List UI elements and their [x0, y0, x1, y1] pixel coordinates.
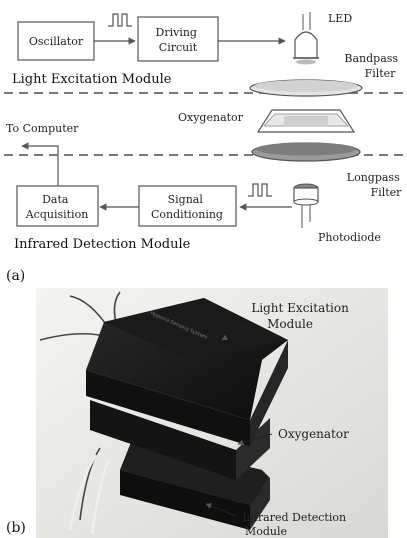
arrow-to-computer [21, 142, 59, 186]
square-wave-icon [108, 13, 132, 27]
longpass-filter-label: Longpass Filter [347, 171, 403, 199]
oxygenator-label: Oxygenator [178, 111, 244, 124]
photodiode-icon [293, 183, 319, 228]
photo-light-module-label: Light Excitation Module [251, 301, 352, 331]
longpass-filter-disk [251, 142, 361, 162]
signal-conditioning-box: Signal Conditioning [138, 185, 237, 227]
light-module-label: Light Excitation Module [12, 72, 172, 87]
led-label: LED [328, 12, 352, 25]
photodiode-label: Photodiode [318, 231, 381, 244]
photo-oxygenator-label: Oxygenator [278, 427, 349, 441]
panel-b: Hypoxia Sensing System Light Excitation … [6, 288, 388, 538]
infrared-module-label: Infrared Detection Module [14, 237, 191, 252]
pointer-infrared-module [205, 503, 237, 517]
panel-a-label: (a) [6, 268, 25, 284]
lower-housing [120, 440, 270, 530]
led-icon [293, 12, 319, 65]
data-acquisition-box: Data Acquisition [16, 185, 99, 227]
oscillator-label: Oscillator [29, 35, 84, 48]
driving-circuit-label: Driving Circuit [156, 26, 201, 54]
panel-a: Oscillator Driving Circuit LED Light Exc… [4, 12, 403, 284]
square-wave-icon-output [248, 183, 272, 197]
panel-b-label: (b) [6, 520, 26, 536]
oscillator-box: Oscillator [17, 21, 95, 61]
to-computer-label: To Computer [6, 122, 79, 135]
upper-housing [86, 298, 288, 446]
bandpass-filter-label: Bandpass Filter [344, 52, 401, 80]
bandpass-filter-disk [249, 79, 363, 97]
data-acquisition-label: Data Acquisition [25, 193, 89, 221]
pointer-oxygenator [237, 433, 273, 446]
signal-conditioning-label: Signal Conditioning [151, 193, 223, 221]
driving-circuit-box: Driving Circuit [137, 16, 219, 62]
middle-housing [90, 400, 270, 480]
oxygenator-chamber [256, 109, 356, 133]
device-white-wires [68, 454, 110, 535]
pointer-light-module [221, 321, 253, 341]
photo-infrared-module-label: Infrared Detection Module [242, 511, 349, 538]
